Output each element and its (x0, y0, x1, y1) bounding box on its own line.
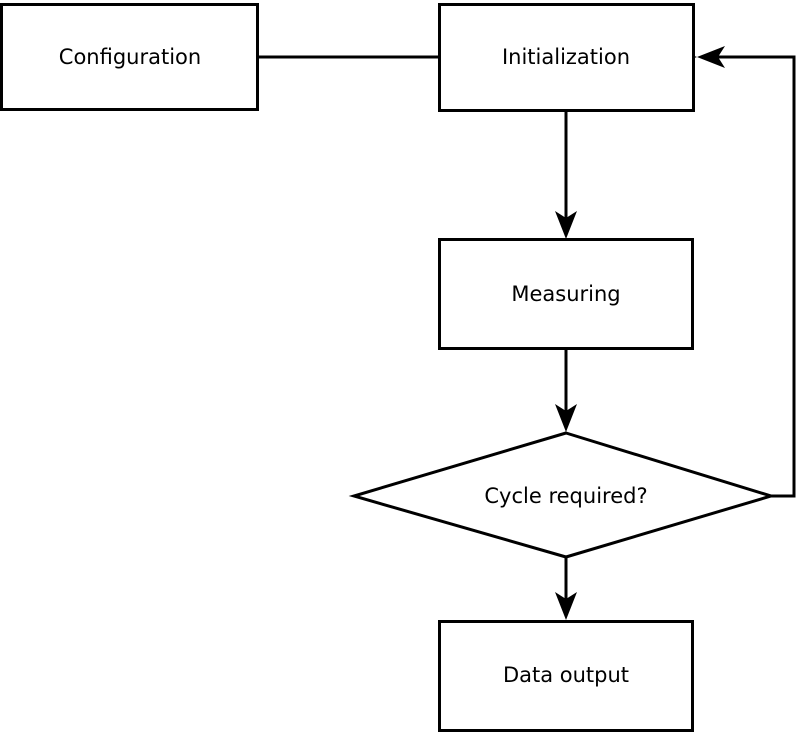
node-configuration[interactable]: Configuration (0, 3, 259, 111)
node-cycle-required-label: Cycle required? (484, 484, 647, 508)
arrowhead-down-into-measuring (555, 211, 577, 239)
node-cycle-required-diamond[interactable] (348, 431, 777, 559)
node-measuring-rect[interactable] (438, 238, 694, 350)
edge-measuring-cycle-required (555, 350, 577, 432)
node-data-output-rect[interactable] (438, 620, 694, 732)
node-initialization[interactable]: Initialization (438, 3, 695, 112)
node-configuration-label: Configuration (59, 45, 201, 69)
node-cycle-required[interactable]: Cycle required? (348, 431, 777, 559)
node-configuration-rect[interactable] (0, 3, 259, 111)
node-data-output-label: Data output (503, 663, 629, 687)
node-initialization-label: Initialization (502, 45, 630, 69)
node-initialization-rect[interactable] (438, 3, 695, 112)
edge-initialization-measuring (555, 112, 577, 239)
node-measuring-label: Measuring (511, 282, 620, 306)
arrowhead-down-into-cycle-required (555, 404, 577, 432)
node-data-output[interactable]: Data output (438, 620, 694, 732)
edge-cycle-required-initialization-feedback (697, 46, 796, 498)
arrowhead-left-into-initialization (697, 46, 725, 68)
arrowhead-down-into-data-output (555, 592, 577, 620)
edge-cycle-required-data-output (555, 558, 577, 620)
node-measuring[interactable]: Measuring (438, 238, 694, 350)
edge-line-feedback-loop (710, 55, 796, 498)
